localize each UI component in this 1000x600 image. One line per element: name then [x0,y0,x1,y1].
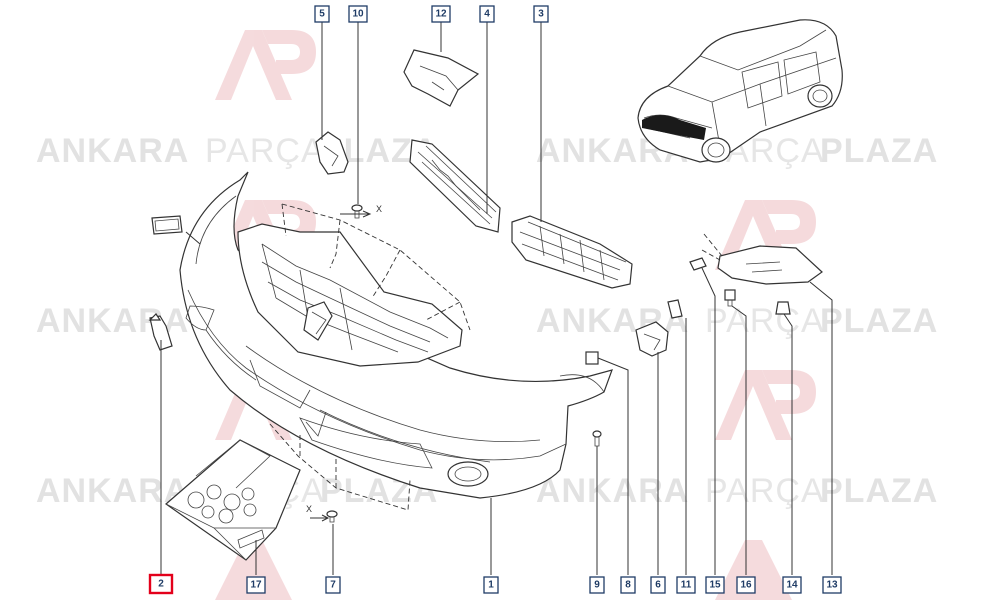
callout-label: 6 [655,580,661,591]
watermark-text: ANKARA [36,472,189,510]
clip-11 [667,299,683,319]
callout-label: 5 [319,9,325,20]
callout-3[interactable]: 3 [533,5,549,23]
ap-logo-watermark [215,30,316,100]
front-bumper [148,171,613,499]
callout-label: 17 [250,580,262,591]
callout-8[interactable]: 8 [620,576,636,594]
watermark-text: ANKARA [36,132,189,170]
bracket-5 [315,131,349,175]
x-dimension-1: X [340,204,382,218]
callout-1[interactable]: 1 [483,576,499,594]
watermark-text: ANKARA [536,472,689,510]
screw-7 [326,510,338,523]
callout-17[interactable]: 17 [246,576,266,594]
callout-14[interactable]: 14 [782,576,802,594]
callout-4[interactable]: 4 [479,5,495,23]
watermark-text: PLAZA [820,132,938,170]
x-label: X [376,204,382,214]
callout-label: 1 [488,580,494,591]
callout-label: 16 [740,580,752,591]
callout-12[interactable]: 12 [431,5,451,23]
callout-6[interactable]: 6 [650,576,666,594]
ap-logo-watermark [715,370,816,440]
screw-9 [592,430,602,447]
x-label: X [306,504,312,514]
callout-2[interactable]: 2 [148,573,174,595]
callout-10[interactable]: 10 [348,5,368,23]
bracket-13 [717,245,823,285]
callout-label: 10 [352,9,364,20]
callout-label: 4 [484,9,490,20]
dashed-guides [269,203,723,511]
plate-holder [151,215,183,235]
callout-label: 2 [158,579,164,590]
clip-16 [724,289,736,307]
callout-label: 11 [681,580,692,591]
watermark-text: PLAZA [820,472,938,510]
watermark-text: PARÇA [705,302,825,340]
callout-label: 7 [330,580,336,591]
bracket-6 [635,321,669,357]
callout-5[interactable]: 5 [314,5,330,23]
clip-15 [689,257,707,271]
callout-13[interactable]: 13 [822,576,842,594]
callouts: 5 10 12 4 3 2 17 7 [148,5,842,595]
x-dimension-2: X [306,504,330,522]
leader-lines [160,22,833,575]
callout-label: 8 [625,580,631,591]
callout-16[interactable]: 16 [736,576,756,594]
callout-label: 14 [786,580,798,591]
callout-label: 3 [538,9,544,20]
callout-label: 9 [594,580,600,591]
fastener-kit-box [165,439,301,561]
watermark-text: PARÇA [205,132,325,170]
clip-8 [585,351,599,365]
watermark-text: PARÇA [705,472,825,510]
callout-label: 12 [435,9,447,20]
callout-label: 15 [709,580,721,591]
callout-11[interactable]: 11 [676,576,696,594]
callout-9[interactable]: 9 [589,576,605,594]
callout-label: 13 [826,580,838,591]
grille-4 [409,139,501,233]
watermark-text: PLAZA [820,302,938,340]
ap-logo-watermark [215,540,792,600]
grille-3 [511,215,633,289]
screw-10 [351,204,363,219]
watermark-row: ANKARA PARÇA PLAZA ANKARA PARÇA PLAZA [36,302,938,340]
callout-7[interactable]: 7 [325,576,341,594]
callout-15[interactable]: 15 [705,576,725,594]
clip-14 [775,301,791,315]
car-illustration [637,19,843,163]
bracket-12 [403,49,480,107]
